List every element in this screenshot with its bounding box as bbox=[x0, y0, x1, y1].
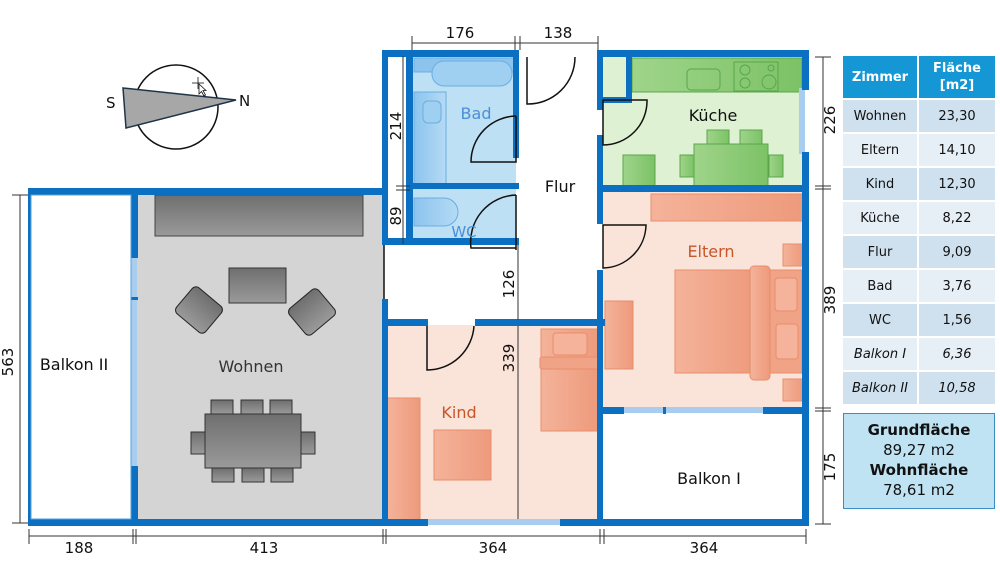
dim-left-wc: 89 bbox=[387, 206, 405, 225]
dimension-lines bbox=[12, 36, 831, 544]
header-flaeche: Fläche [m2] bbox=[919, 56, 995, 98]
dresser bbox=[604, 300, 634, 370]
row-room: Küche bbox=[843, 202, 917, 234]
header-zimmer: Zimmer bbox=[843, 56, 917, 98]
coffee-table bbox=[228, 267, 287, 304]
grundflaeche-label: Grundfläche bbox=[867, 421, 971, 439]
row-room: Balkon I bbox=[843, 338, 917, 370]
door-kueche bbox=[602, 99, 648, 146]
dim-left-total: 563 bbox=[0, 348, 17, 377]
kitchen-table-set bbox=[679, 129, 784, 188]
row-area: 23,30 bbox=[919, 100, 995, 132]
dim-bottom-kind: 364 bbox=[479, 539, 508, 557]
row-area: 10,58 bbox=[919, 372, 995, 404]
row-room: Bad bbox=[843, 270, 917, 302]
compass-north: N bbox=[239, 92, 250, 110]
area-table-header: Zimmer Fläche [m2] bbox=[843, 56, 995, 98]
kitchen-cabinet bbox=[622, 154, 656, 188]
doors bbox=[383, 56, 648, 371]
door-entrance bbox=[526, 56, 576, 105]
kitchen-sink bbox=[686, 68, 721, 91]
sideboard bbox=[154, 194, 364, 237]
nightstand bbox=[782, 243, 804, 267]
label-flur: Flur bbox=[545, 177, 576, 196]
armchair-right bbox=[288, 288, 336, 336]
grundflaeche-value: 89,27 m2 bbox=[883, 441, 955, 459]
label-kind: Kind bbox=[441, 403, 476, 422]
door-bad bbox=[470, 115, 517, 163]
room-balkon-2 bbox=[30, 193, 134, 523]
row-room: Wohnen bbox=[843, 100, 917, 132]
dim-bottom-wohnen: 413 bbox=[250, 539, 279, 557]
label-kueche: Küche bbox=[689, 106, 738, 125]
label-wohnen: Wohnen bbox=[219, 357, 284, 376]
desk bbox=[433, 429, 492, 481]
move-cursor-icon bbox=[192, 77, 208, 97]
door-wc bbox=[469, 194, 517, 250]
dining-set bbox=[190, 399, 316, 483]
kind-wardrobe bbox=[386, 397, 421, 523]
row-area: 9,09 bbox=[919, 236, 995, 268]
double-bed bbox=[674, 269, 756, 374]
label-eltern: Eltern bbox=[687, 242, 734, 261]
cooktop bbox=[733, 61, 779, 92]
dim-top-bad: 176 bbox=[446, 24, 475, 42]
dim-right-balkon: 175 bbox=[821, 453, 839, 482]
wardrobe bbox=[650, 193, 804, 222]
row-room: WC bbox=[843, 304, 917, 336]
row-area: 14,10 bbox=[919, 134, 995, 166]
windows bbox=[131, 88, 805, 525]
armchair-left bbox=[175, 286, 223, 334]
wohnflaeche-label: Wohnfläche bbox=[869, 461, 969, 479]
toilet bbox=[413, 197, 459, 227]
label-balkon-1: Balkon I bbox=[677, 469, 741, 488]
row-area: 3,76 bbox=[919, 270, 995, 302]
dim-bottom-balkon-2: 188 bbox=[65, 539, 94, 557]
door-eltern bbox=[602, 224, 647, 269]
dim-top-flur: 138 bbox=[544, 24, 573, 42]
wohnflaeche-value: 78,61 m2 bbox=[883, 481, 955, 499]
walls bbox=[28, 50, 809, 526]
row-area: 12,30 bbox=[919, 168, 995, 200]
row-area: 6,36 bbox=[919, 338, 995, 370]
label-balkon-2: Balkon II bbox=[40, 355, 108, 374]
row-area: 8,22 bbox=[919, 202, 995, 234]
bathtub bbox=[431, 60, 513, 87]
compass-south: S bbox=[106, 94, 116, 112]
compass-needle bbox=[122, 87, 237, 129]
dim-bottom-balkon-1: 364 bbox=[690, 539, 719, 557]
dim-right-eltern: 389 bbox=[821, 286, 839, 315]
row-room: Eltern bbox=[843, 134, 917, 166]
label-bad: Bad bbox=[461, 104, 492, 123]
dim-flur-inner: 126 bbox=[500, 270, 518, 299]
dim-kind-inner: 339 bbox=[500, 344, 518, 373]
row-room: Kind bbox=[843, 168, 917, 200]
area-summary: Grundfläche 89,27 m2 Wohnfläche 78,61 m2 bbox=[843, 413, 995, 509]
row-room: Flur bbox=[843, 236, 917, 268]
dim-left-bad: 214 bbox=[387, 112, 405, 141]
nightstand bbox=[782, 378, 804, 402]
row-room: Balkon II bbox=[843, 372, 917, 404]
door-kind bbox=[426, 325, 475, 371]
compass: S N bbox=[106, 64, 250, 150]
dim-right-kueche: 226 bbox=[821, 106, 839, 135]
label-wc: WC bbox=[451, 223, 476, 241]
room-balkon-1 bbox=[606, 416, 802, 524]
sink bbox=[422, 100, 442, 124]
kitchen-counter bbox=[631, 57, 803, 93]
row-area: 1,56 bbox=[919, 304, 995, 336]
header-flaeche-text: Fläche [m2] bbox=[933, 61, 981, 93]
